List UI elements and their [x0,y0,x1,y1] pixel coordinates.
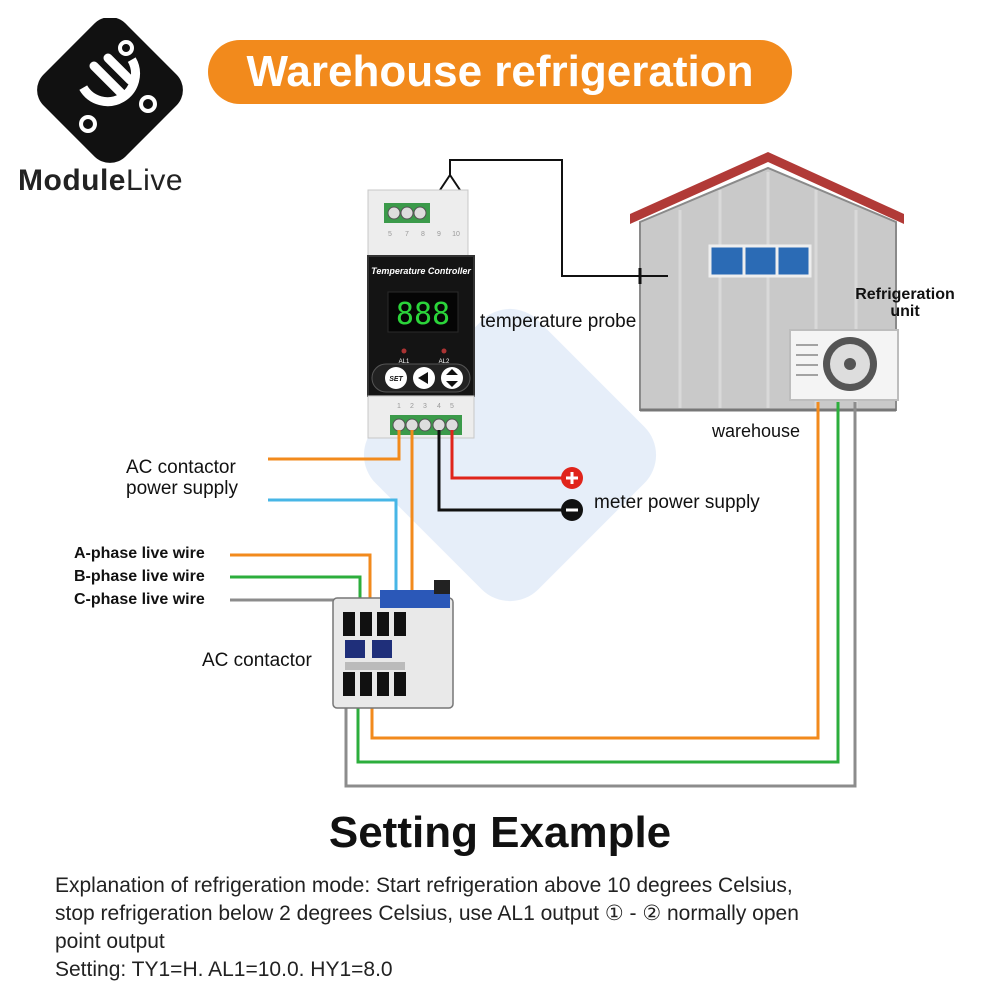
setting-line-4: Setting: TY1=H. AL1=10.0. HY1=8.0 [55,958,393,981]
meter-positive-wire [450,430,562,480]
top-terminal-label: 5 [388,231,392,238]
ac-contactor-power-label-line2: power supply [126,478,238,499]
c-phase-label: C-phase live wire [74,591,205,608]
top-terminal-label: 10 [452,231,460,238]
top-terminal-label: 8 [421,231,425,238]
b-phase-label: B-phase live wire [74,568,205,585]
bottom-terminal-label: 5 [450,403,454,410]
refrigeration-unit-label-line1: Refrigeration [855,286,955,303]
bottom-terminal-label: 4 [437,403,441,410]
al1-led-label: AL1 [399,359,410,365]
bottom-terminal-label: 2 [410,403,414,410]
top-terminal-label: 7 [405,231,409,238]
logo-icon [37,18,183,163]
meter-power-supply-label: meter power supply [594,492,760,513]
refrigeration-unit [789,329,899,401]
gray-load-wire [344,402,857,788]
ac-contactor-power-label-line1: AC contactor [126,457,236,478]
page-title: Warehouse refrigeration [208,40,792,104]
green-load-wire [356,402,840,764]
orange-load-wire [370,402,820,740]
temperature-controller: Temperature Controller 888 AL1 AL2 SET 5… [367,189,475,439]
bottom-terminal-label: 3 [423,403,427,410]
top-terminal-label: 9 [437,231,441,238]
controller-header: Temperature Controller [371,266,471,276]
ac-power-blue-wire [268,498,398,596]
temperature-probe-label: temperature probe [480,311,637,332]
negative-terminal-icon [561,499,583,521]
refrigeration-unit-label-line2: unit [890,303,920,320]
warehouse-label: warehouse [712,421,801,441]
setting-line-1: Explanation of refrigeration mode: Start… [55,874,793,897]
ac-contactor-label: AC contactor [202,650,312,671]
probe-wire [439,159,668,284]
setting-line-3: point output [55,930,165,953]
al2-led-label: AL2 [439,359,450,365]
a-phase-wire [230,553,372,598]
ac-contactor-power-label: AC contactor power supply [126,457,238,499]
logo-text: ModuleLive [18,164,183,198]
controller-display: 888 [396,297,450,332]
set-button[interactable]: SET [389,376,403,383]
meter-negative-wire [437,430,562,512]
setting-example-heading: Setting Example [328,808,672,857]
setting-example-text: Explanation of refrigeration mode: Start… [55,872,985,984]
bottom-terminal-label: 1 [397,403,401,410]
positive-terminal-icon [561,467,583,489]
refrigeration-unit-label: Refrigeration unit [830,286,980,320]
logo-brand-part2: Live [126,164,184,197]
wires [230,402,857,788]
logo-brand-part1: Module [18,164,126,197]
a-phase-label: A-phase live wire [74,545,205,562]
ac-contactor-device [332,580,454,709]
ac-power-orange-wire [268,430,401,461]
setting-line-2: stop refrigeration below 2 degrees Celsi… [55,902,799,925]
b-phase-wire [230,575,362,598]
